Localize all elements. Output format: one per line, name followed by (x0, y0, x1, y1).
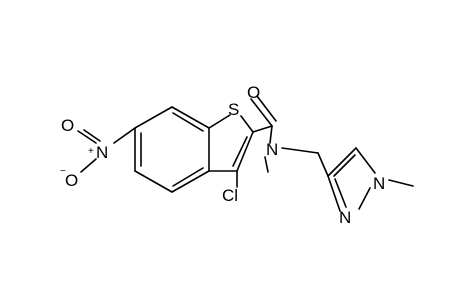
bond (171, 106, 210, 129)
bond (269, 125, 273, 144)
nitro-oxygen-top-label: O (61, 116, 74, 135)
bond (333, 154, 356, 177)
bond (232, 136, 248, 167)
bond (250, 98, 273, 127)
chlorine-atom-label: Cl (222, 186, 238, 205)
bond (171, 170, 210, 193)
bond (172, 112, 204, 132)
sulfur-atom-label: S (228, 100, 239, 119)
bond (252, 125, 273, 133)
bond (80, 158, 97, 173)
bond (327, 175, 341, 212)
bond (208, 114, 231, 129)
bond (240, 115, 254, 133)
bond (317, 152, 329, 177)
nitro-nitrogen-charge: + (88, 146, 94, 157)
bond (264, 156, 269, 173)
bond (355, 147, 376, 174)
bond (388, 179, 414, 187)
bond (77, 130, 97, 144)
pyrazole-n1-label: N (373, 174, 385, 193)
nitro-oxygen-bottom-label: O (65, 171, 78, 190)
bond (281, 147, 319, 154)
carbonyl-oxygen-label: O (247, 83, 260, 102)
nitro-oxygen-charge: − (60, 166, 66, 177)
bond (236, 131, 254, 172)
bond (172, 167, 204, 187)
amide-nitrogen-label: N (266, 140, 278, 159)
bond (256, 95, 277, 122)
bond (358, 187, 371, 210)
bond (327, 147, 357, 177)
bond (113, 127, 136, 144)
bond (83, 129, 101, 142)
bond (334, 178, 347, 208)
bond (134, 106, 173, 129)
bond (134, 170, 173, 193)
nitro-nitrogen-label: N (96, 143, 108, 162)
pyrazole-n2-label: N (339, 208, 351, 227)
